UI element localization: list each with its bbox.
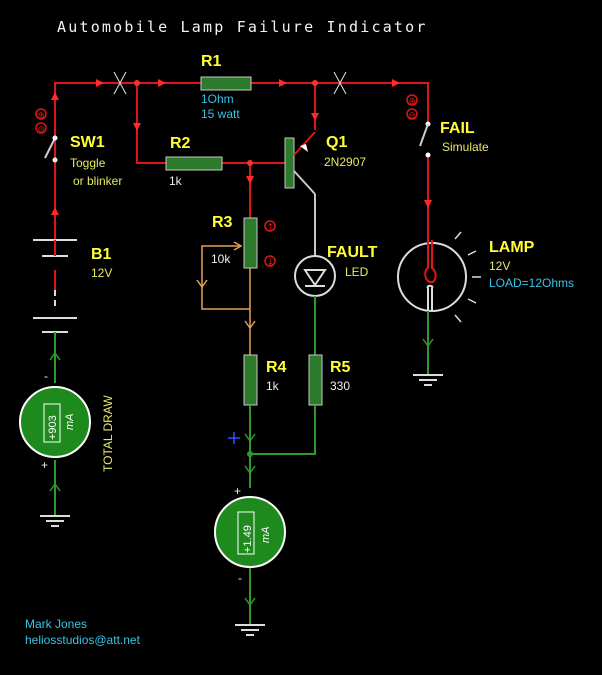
led-meter-unit: mA	[260, 527, 272, 544]
r4-value: 1k	[266, 379, 280, 393]
lamp-bulb[interactable]	[397, 240, 467, 312]
fail-value: Simulate	[442, 140, 489, 154]
return-arrows-middle	[244, 433, 256, 607]
sw1-desc-2: or blinker	[73, 174, 122, 188]
sw1-label: SW1	[70, 134, 105, 151]
r3-wiper-wire	[201, 245, 251, 355]
svg-text:↑: ↑	[267, 223, 275, 233]
svg-text:⊕: ⊕	[409, 97, 417, 107]
total-draw-label: TOTAL DRAW	[101, 395, 115, 472]
flow-arrows	[51, 79, 432, 215]
credit-email[interactable]: heliosstudios@att.net	[25, 633, 141, 647]
sw1-switch[interactable]	[44, 118, 58, 180]
fail-switch[interactable]	[419, 118, 431, 158]
total-meter-minus: -	[44, 369, 48, 383]
fail-label: FAIL	[440, 120, 475, 137]
lamp-glow-rays	[454, 231, 481, 323]
junction-bottom	[247, 451, 253, 457]
r1-value: 1Ohm	[201, 92, 234, 106]
b1-value: 12V	[91, 266, 112, 280]
r4-label: R4	[266, 359, 287, 376]
ground-left-icon	[40, 515, 70, 527]
return-arrows-left	[49, 351, 61, 492]
r3-value: 10k	[211, 252, 231, 266]
fault-value: LED	[345, 265, 369, 279]
total-meter-plus: +	[41, 458, 48, 472]
junction-dots	[134, 80, 318, 166]
lamp-label: LAMP	[489, 239, 535, 256]
sw1-toggle-buttons[interactable]: ⊕ ⊖	[35, 108, 47, 135]
fail-toggle-buttons[interactable]: ⊕ ⊖	[406, 94, 418, 121]
r4-resistor[interactable]	[243, 354, 258, 406]
q1-value: 2N2907	[324, 155, 366, 169]
r5-label: R5	[330, 359, 351, 376]
b1-label: B1	[91, 246, 112, 263]
led-meter-reading: +1.49	[242, 525, 254, 553]
r3-adjust-buttons[interactable]: ↑ ↓	[264, 220, 276, 268]
r2-label: R2	[170, 135, 191, 152]
r3-label: R3	[212, 214, 233, 231]
svg-text:⊖: ⊖	[409, 111, 417, 121]
r5-value: 330	[330, 379, 350, 393]
fault-label: FAULT	[327, 244, 378, 261]
wiper-arrows	[196, 241, 256, 330]
positive-wires	[54, 82, 429, 240]
b1-battery[interactable]	[33, 239, 77, 333]
led-meter-plus: +	[234, 484, 241, 498]
page-title: Automobile Lamp Failure Indicator	[57, 18, 428, 36]
led-meter-minus: -	[238, 571, 242, 585]
lamp-return-arrow	[422, 338, 434, 348]
lamp-load: LOAD=12Ohms	[489, 276, 574, 290]
q1-transistor[interactable]	[284, 131, 316, 195]
sw1-desc-1: Toggle	[70, 156, 106, 170]
svg-text:↓: ↓	[267, 258, 275, 268]
ground-right-icon	[413, 374, 443, 386]
r1-rating: 15 watt	[201, 107, 240, 121]
q1-label: Q1	[326, 134, 347, 151]
total-meter-reading: +903	[47, 415, 59, 440]
credit-author: Mark Jones	[25, 617, 87, 631]
r2-resistor[interactable]	[165, 156, 223, 171]
svg-text:⊕: ⊕	[38, 111, 46, 121]
break-markers	[113, 71, 347, 95]
r1-label: R1	[201, 53, 222, 70]
r3-potentiometer[interactable]	[243, 217, 258, 269]
ground-middle-icon	[235, 624, 265, 636]
fault-led[interactable]	[294, 255, 336, 297]
r5-resistor[interactable]	[308, 354, 323, 406]
r2-value: 1k	[169, 174, 183, 188]
probe-marker-icon[interactable]	[228, 432, 240, 444]
led-current-meter[interactable]: +1.49 mA	[214, 496, 286, 568]
lamp-value: 12V	[489, 259, 510, 273]
total-meter-unit: mA	[64, 414, 76, 431]
total-draw-meter[interactable]: +903 mA	[19, 386, 91, 458]
r1-resistor[interactable]	[200, 76, 252, 91]
svg-text:⊖: ⊖	[38, 125, 46, 135]
